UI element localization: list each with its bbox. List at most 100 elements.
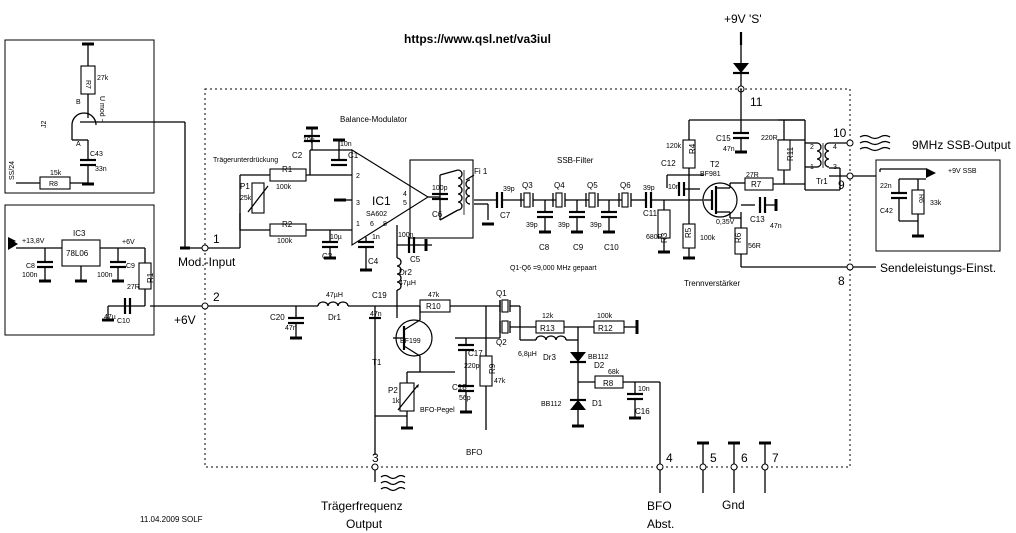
r2-label: R2 bbox=[282, 220, 293, 229]
terminal-1-wire bbox=[180, 175, 241, 252]
c7-value: 39p bbox=[503, 186, 515, 193]
terminal-1: 1 bbox=[213, 232, 220, 246]
c17-value: 220p bbox=[464, 363, 480, 370]
inset-mod-r7: R7 bbox=[84, 80, 91, 89]
r11-label: R11 bbox=[786, 146, 795, 161]
filter-title: SSB-Filter bbox=[557, 156, 594, 165]
inset-supply-vout: +6V bbox=[122, 239, 135, 246]
buffer-title: Trennverstärker bbox=[684, 279, 741, 288]
c11-label: C11 bbox=[643, 209, 658, 218]
carrier-output-icon bbox=[380, 474, 406, 492]
inset-supply-ic3-value: 78L06 bbox=[66, 249, 89, 258]
d1-label: D1 bbox=[592, 399, 603, 408]
r4-label: R4 bbox=[688, 143, 697, 154]
p1-value: 25k bbox=[240, 195, 252, 202]
inset-out-c42: C42 bbox=[880, 208, 893, 215]
supply-top-label: +9V 'S' bbox=[724, 12, 762, 26]
modulator-circuit bbox=[239, 126, 494, 305]
d1-value: BB112 bbox=[541, 401, 562, 408]
c13-value: 47n bbox=[770, 223, 782, 230]
inset-supply-frame bbox=[4, 204, 155, 336]
q2-label: Q2 bbox=[496, 338, 507, 347]
r1-label: R1 bbox=[282, 165, 293, 174]
r12-value: 100k bbox=[597, 313, 613, 320]
module-outline bbox=[204, 88, 851, 468]
modulator-title: Balance-Modulator bbox=[340, 115, 407, 124]
ic1-pin-2: 2 bbox=[356, 173, 360, 180]
r4-value: 120k bbox=[666, 143, 682, 150]
terminal-4: 4 bbox=[666, 451, 673, 465]
bfo-circuit bbox=[375, 300, 501, 430]
r3-label: R3 bbox=[660, 232, 669, 243]
r2-value: 100k bbox=[277, 238, 293, 245]
fi1-label: Fi 1 bbox=[474, 167, 488, 176]
inset-supply-r1: R1 bbox=[146, 272, 155, 283]
r8-value: 68k bbox=[608, 369, 620, 376]
inset-mod-pin-a: A bbox=[76, 141, 81, 148]
c17-label: C17 bbox=[468, 349, 483, 358]
terminal-2: 2 bbox=[213, 290, 220, 304]
c8-value: 39p bbox=[526, 222, 538, 229]
terminal-1-label: Mod.-Input bbox=[178, 255, 236, 269]
r6-label: R6 bbox=[734, 232, 743, 243]
terminal-10-label: 9MHz SSB-Output bbox=[912, 138, 1011, 152]
terminal-3: 3 bbox=[372, 451, 379, 465]
c18-label: C18 bbox=[452, 383, 467, 392]
ic1-pin-5: 5 bbox=[403, 200, 407, 207]
inset-supply-ic3: IC3 bbox=[73, 229, 86, 238]
inset-supply-c8-value: 100n bbox=[22, 272, 38, 279]
r5-label: R5 bbox=[684, 227, 693, 238]
r9-label: R9 bbox=[488, 363, 497, 374]
t2-source-voltage: 0,35V bbox=[716, 219, 735, 226]
r10-value: 47k bbox=[428, 292, 440, 299]
inset-out-c42-value: 22n bbox=[880, 183, 892, 190]
q3-label: Q3 bbox=[522, 181, 533, 190]
terminal-11: 11 bbox=[750, 95, 763, 109]
c20-value: 47n bbox=[285, 325, 297, 332]
c12-value: 10n bbox=[668, 184, 680, 191]
bfo-level-label: BFO-Pegel bbox=[420, 407, 455, 414]
r5-value: 100k bbox=[700, 235, 716, 242]
d2-label: D2 bbox=[594, 361, 605, 370]
dr3-label: Dr3 bbox=[543, 353, 556, 362]
inset-mod-pin-b: B bbox=[76, 99, 81, 106]
inset-out-r6: R6 bbox=[917, 194, 924, 203]
ic1-pin-3: 3 bbox=[356, 200, 360, 207]
tr1-pin-3: 3 bbox=[833, 164, 837, 171]
terminal-3-label-line1: Trägerfrequenz bbox=[321, 499, 403, 513]
inset-mod-c43: C43 bbox=[90, 151, 103, 158]
inset-mod-c43-value: 33n bbox=[95, 166, 107, 173]
terminal-3-label-line2: Output bbox=[346, 517, 383, 531]
ic1-pin-1: 1 bbox=[356, 221, 360, 228]
c10-value: 39p bbox=[590, 222, 602, 229]
ic1-label: IC1 bbox=[372, 194, 391, 208]
r12-label: R12 bbox=[598, 324, 613, 333]
inset-supply-vin: +13,8V bbox=[22, 238, 45, 245]
c7-label: C7 bbox=[500, 211, 511, 220]
dr3-value: 6,8µH bbox=[518, 351, 537, 358]
inset-supply-r1-value: 27R bbox=[127, 284, 140, 291]
terminal-8-label: Sendeleistungs-Einst. bbox=[880, 261, 996, 275]
c11-value: 39p bbox=[643, 185, 655, 192]
footer-date: 11.04.2009 SOLF bbox=[140, 515, 203, 524]
tr1-pin-1: 1 bbox=[810, 164, 814, 171]
c19-value: 47n bbox=[370, 311, 382, 318]
dr2-value: 47µH bbox=[399, 280, 416, 287]
inset-mod-circuit bbox=[16, 42, 186, 248]
inset-mod-j2: J2 bbox=[41, 121, 48, 129]
terminal-2-wire bbox=[150, 299, 500, 455]
terminal-4-label-line2: Abst. bbox=[647, 517, 674, 531]
terminal-6: 6 bbox=[741, 451, 748, 465]
c3-label: C3 bbox=[322, 252, 333, 261]
c1-value: 10n bbox=[340, 141, 352, 148]
gnd-label: Gnd bbox=[722, 498, 745, 512]
r7-label: R7 bbox=[751, 180, 762, 189]
c4-label: C4 bbox=[368, 257, 379, 266]
c6-label: C6 bbox=[432, 210, 443, 219]
inset-out-vin: +9V SSB bbox=[948, 168, 977, 175]
c5-label: C5 bbox=[410, 255, 421, 264]
inset-supply-c9-value: 100n bbox=[97, 272, 113, 279]
terminal-2-label: +6V bbox=[174, 313, 196, 327]
terminal-10: 10 bbox=[833, 126, 847, 140]
c8-label: C8 bbox=[539, 243, 550, 252]
